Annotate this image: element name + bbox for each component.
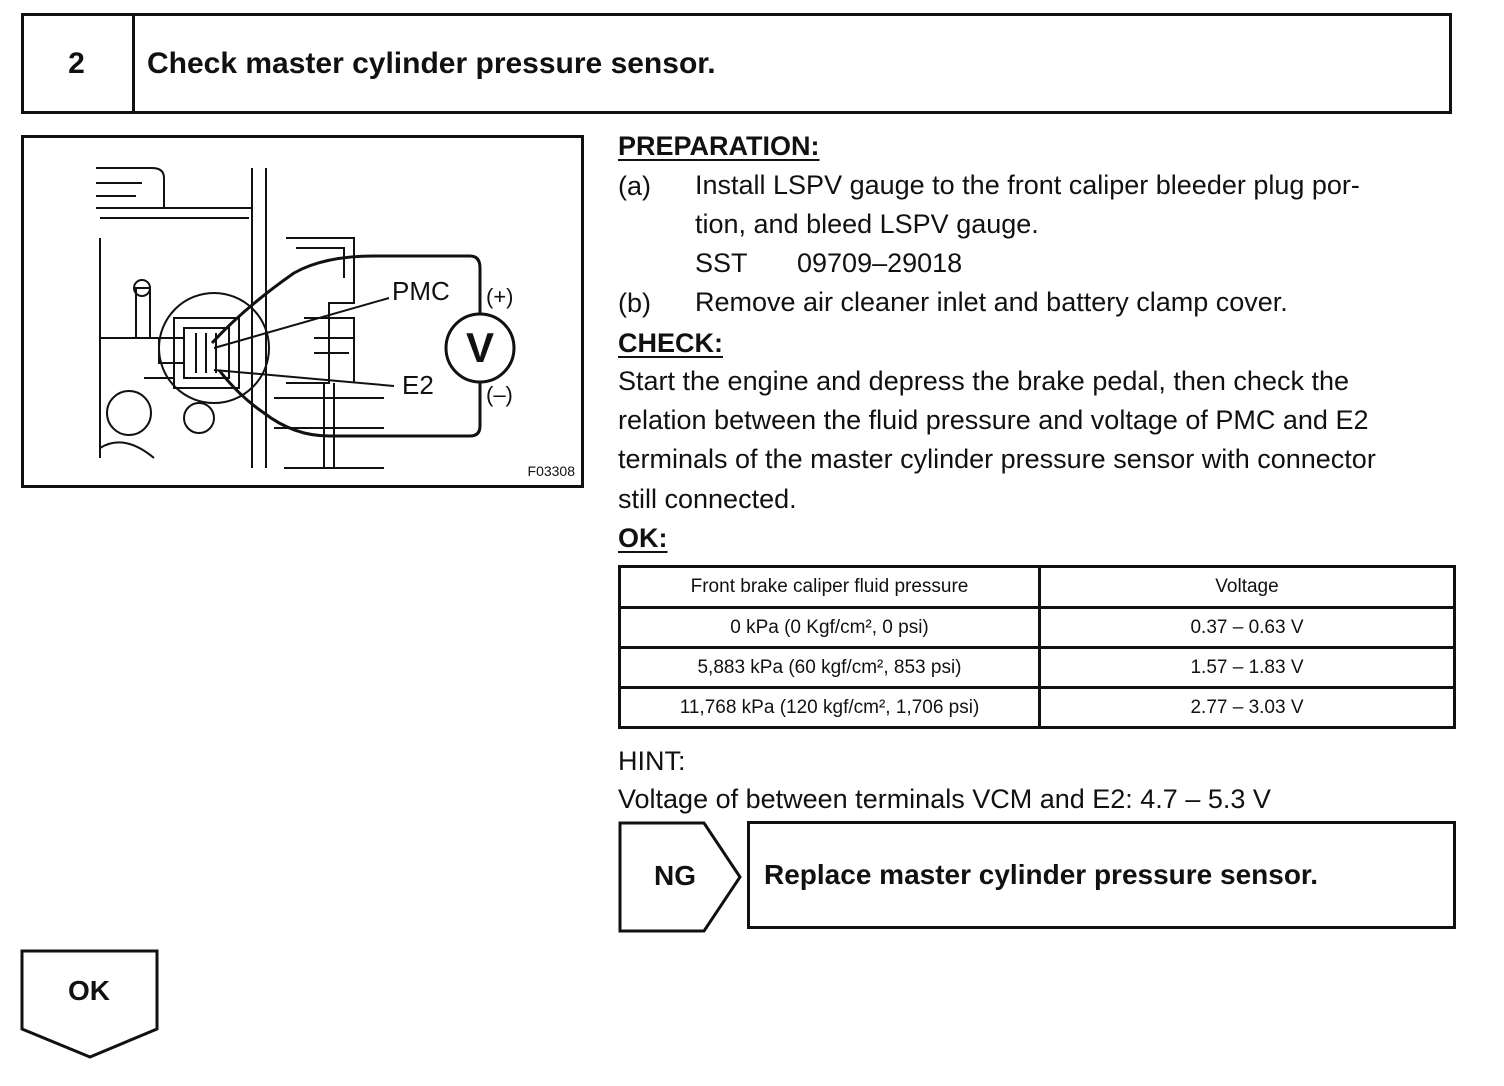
voltage-cell: 0.37 – 0.63 V [1038,606,1456,649]
wiring-figure: PMC E2 (+) (–) V F03308 [21,135,584,488]
figure-code: F03308 [527,463,575,479]
item-b-label: (b) [618,288,651,318]
step-title: Check master cylinder pressure sensor. [147,46,716,80]
voltage-cell: 2.77 – 3.03 V [1038,686,1456,729]
pmc-label: PMC [392,276,450,306]
step-header [21,13,1452,114]
item-a-line2: tion, and bleed LSPV gauge. [695,209,1039,239]
ok-label: OK [68,975,110,1006]
ng-arrow-icon [618,821,742,933]
hint-label: HINT: [618,746,686,776]
step-divider [132,13,135,114]
ok-heading: OK: [618,523,668,553]
sensor-illustration [96,167,516,469]
ng-action-box: Replace master cylinder pressure sensor. [747,821,1456,929]
column-header-voltage: Voltage [1038,565,1456,609]
voltage-cell: 1.57 – 1.83 V [1038,646,1456,689]
e2-label: E2 [402,370,434,400]
sst-number: 09709–29018 [797,248,963,278]
table-row: 5,883 kPa (60 kgf/cm², 853 psi) 1.57 – 1… [618,646,1456,689]
step-number: 2 [68,46,85,80]
item-b-text: Remove air cleaner inlet and battery cla… [695,287,1288,317]
check-line-3: terminals of the master cylinder pressur… [618,444,1376,474]
pressure-cell: 0 kPa (0 Kgf/cm², 0 psi) [618,606,1041,649]
pressure-cell: 11,768 kPa (120 kgf/cm², 1,706 psi) [618,686,1041,729]
hint-text: Voltage of between terminals VCM and E2:… [618,784,1271,814]
voltmeter-icon: V [465,324,494,371]
spec-table: Front brake caliper fluid pressure Volta… [618,565,1456,729]
minus-terminal-label: (–) [486,382,513,407]
check-line-1: Start the engine and depress the brake p… [618,366,1350,396]
sst-label: SST [695,248,748,278]
item-a-label: (a) [618,171,651,201]
item-a-line1: Install LSPV gauge to the front caliper … [695,170,1360,200]
check-heading: CHECK: [618,328,723,358]
table-header-row: Front brake caliper fluid pressure Volta… [618,565,1456,609]
table-row: 0 kPa (0 Kgf/cm², 0 psi) 0.37 – 0.63 V [618,606,1456,649]
pressure-cell: 5,883 kPa (60 kgf/cm², 853 psi) [618,646,1041,689]
ok-arrow-icon [20,949,159,1059]
plus-terminal-label: (+) [486,284,514,309]
column-header-pressure: Front brake caliper fluid pressure [618,565,1041,609]
ng-label: NG [654,860,696,891]
preparation-heading: PREPARATION: [618,131,820,161]
check-line-4: still connected. [618,484,797,514]
table-row: 11,768 kPa (120 kgf/cm², 1,706 psi) 2.77… [618,686,1456,729]
check-line-2: relation between the fluid pressure and … [618,405,1369,435]
